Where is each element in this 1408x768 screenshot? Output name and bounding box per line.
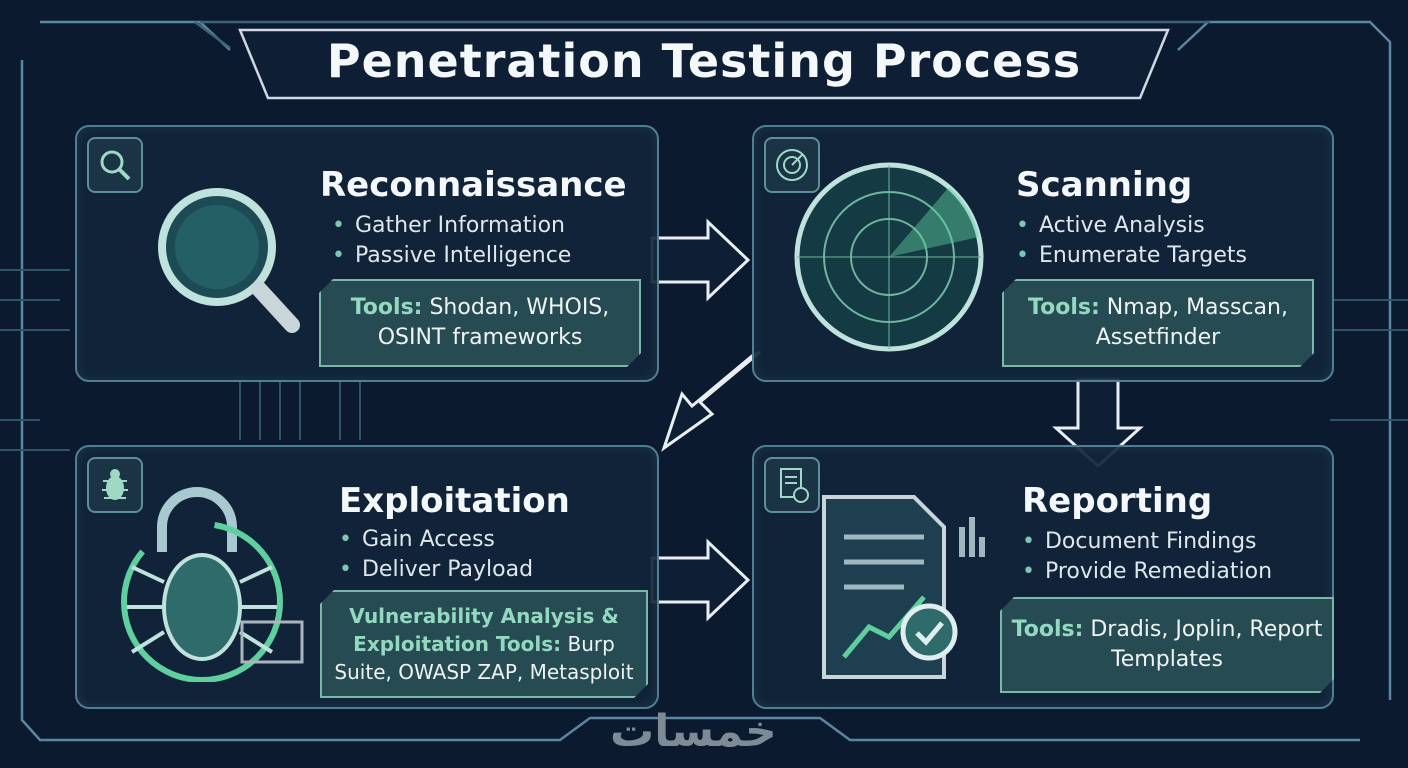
page-title: Penetration Testing Process [326,34,1082,88]
stage-bullets: Document Findings Provide Remediation [1022,527,1272,587]
bug-icon [121,487,304,682]
bullet: Enumerate Targets [1016,241,1247,271]
bullet: Gain Access [339,525,533,555]
report-icon [822,495,985,679]
stage-title: Scanning [1016,165,1193,205]
stage-title: Reporting [1022,481,1213,521]
tools-box: Tools: Nmap, Masscan, Assetfinder [1002,279,1314,367]
stage-card-exploitation: Exploitation Gain Access Deliver Payload… [75,445,659,709]
stage-card-reconnaissance: Reconnaissance Gather Information Passiv… [75,125,659,382]
tools-box: Tools: Shodan, WHOIS, OSINT frameworks [319,279,641,367]
tools-text: Dradis, Joplin, Report Templates [1083,617,1323,672]
tools-box: Vulnerability Analysis & Exploitation To… [320,590,648,698]
tools-text: Nmap, Masscan, Assetfinder [1095,295,1288,350]
bullet: Provide Remediation [1022,557,1272,587]
stage-title: Reconnaissance [320,165,627,205]
stage-card-scanning: Scanning Active Analysis Enumerate Targe… [752,125,1334,382]
watermark-logo: خمسات [610,706,777,757]
bullet: Deliver Payload [339,555,533,585]
tools-label: Tools: [1011,617,1084,642]
radar-badge-icon [764,137,820,193]
radar-icon [794,162,984,352]
tools-label: Tools: [350,295,423,320]
arrow-exploit-to-report [650,538,751,622]
tools-label: Tools: [1028,295,1100,320]
arrow-scan-to-exploit [661,350,761,452]
stage-title: Exploitation [339,481,570,521]
bullet: Document Findings [1022,527,1272,557]
magnifier-icon [158,188,300,333]
stage-bullets: Active Analysis Enumerate Targets [1016,211,1247,271]
tools-text: Burp Suite, OWASP ZAP, Metasploit [334,632,634,684]
bullet: Gather Information [332,211,571,241]
search-icon [87,137,143,193]
bug-badge-icon [87,457,143,513]
stage-bullets: Gather Information Passive Intelligence [332,211,571,271]
tools-text: Shodan, WHOIS, OSINT frameworks [377,295,610,350]
tools-label: Vulnerability Analysis & Exploitation To… [349,604,619,656]
bullet: Passive Intelligence [332,241,571,271]
stage-bullets: Gain Access Deliver Payload [339,525,533,585]
tools-box: Tools: Dradis, Joplin, Report Templates [1000,597,1334,693]
stage-card-reporting: Reporting Document Findings Provide Reme… [752,445,1334,709]
bullet: Active Analysis [1016,211,1247,241]
arrow-recon-to-scan [650,218,751,302]
document-badge-icon [764,457,820,513]
